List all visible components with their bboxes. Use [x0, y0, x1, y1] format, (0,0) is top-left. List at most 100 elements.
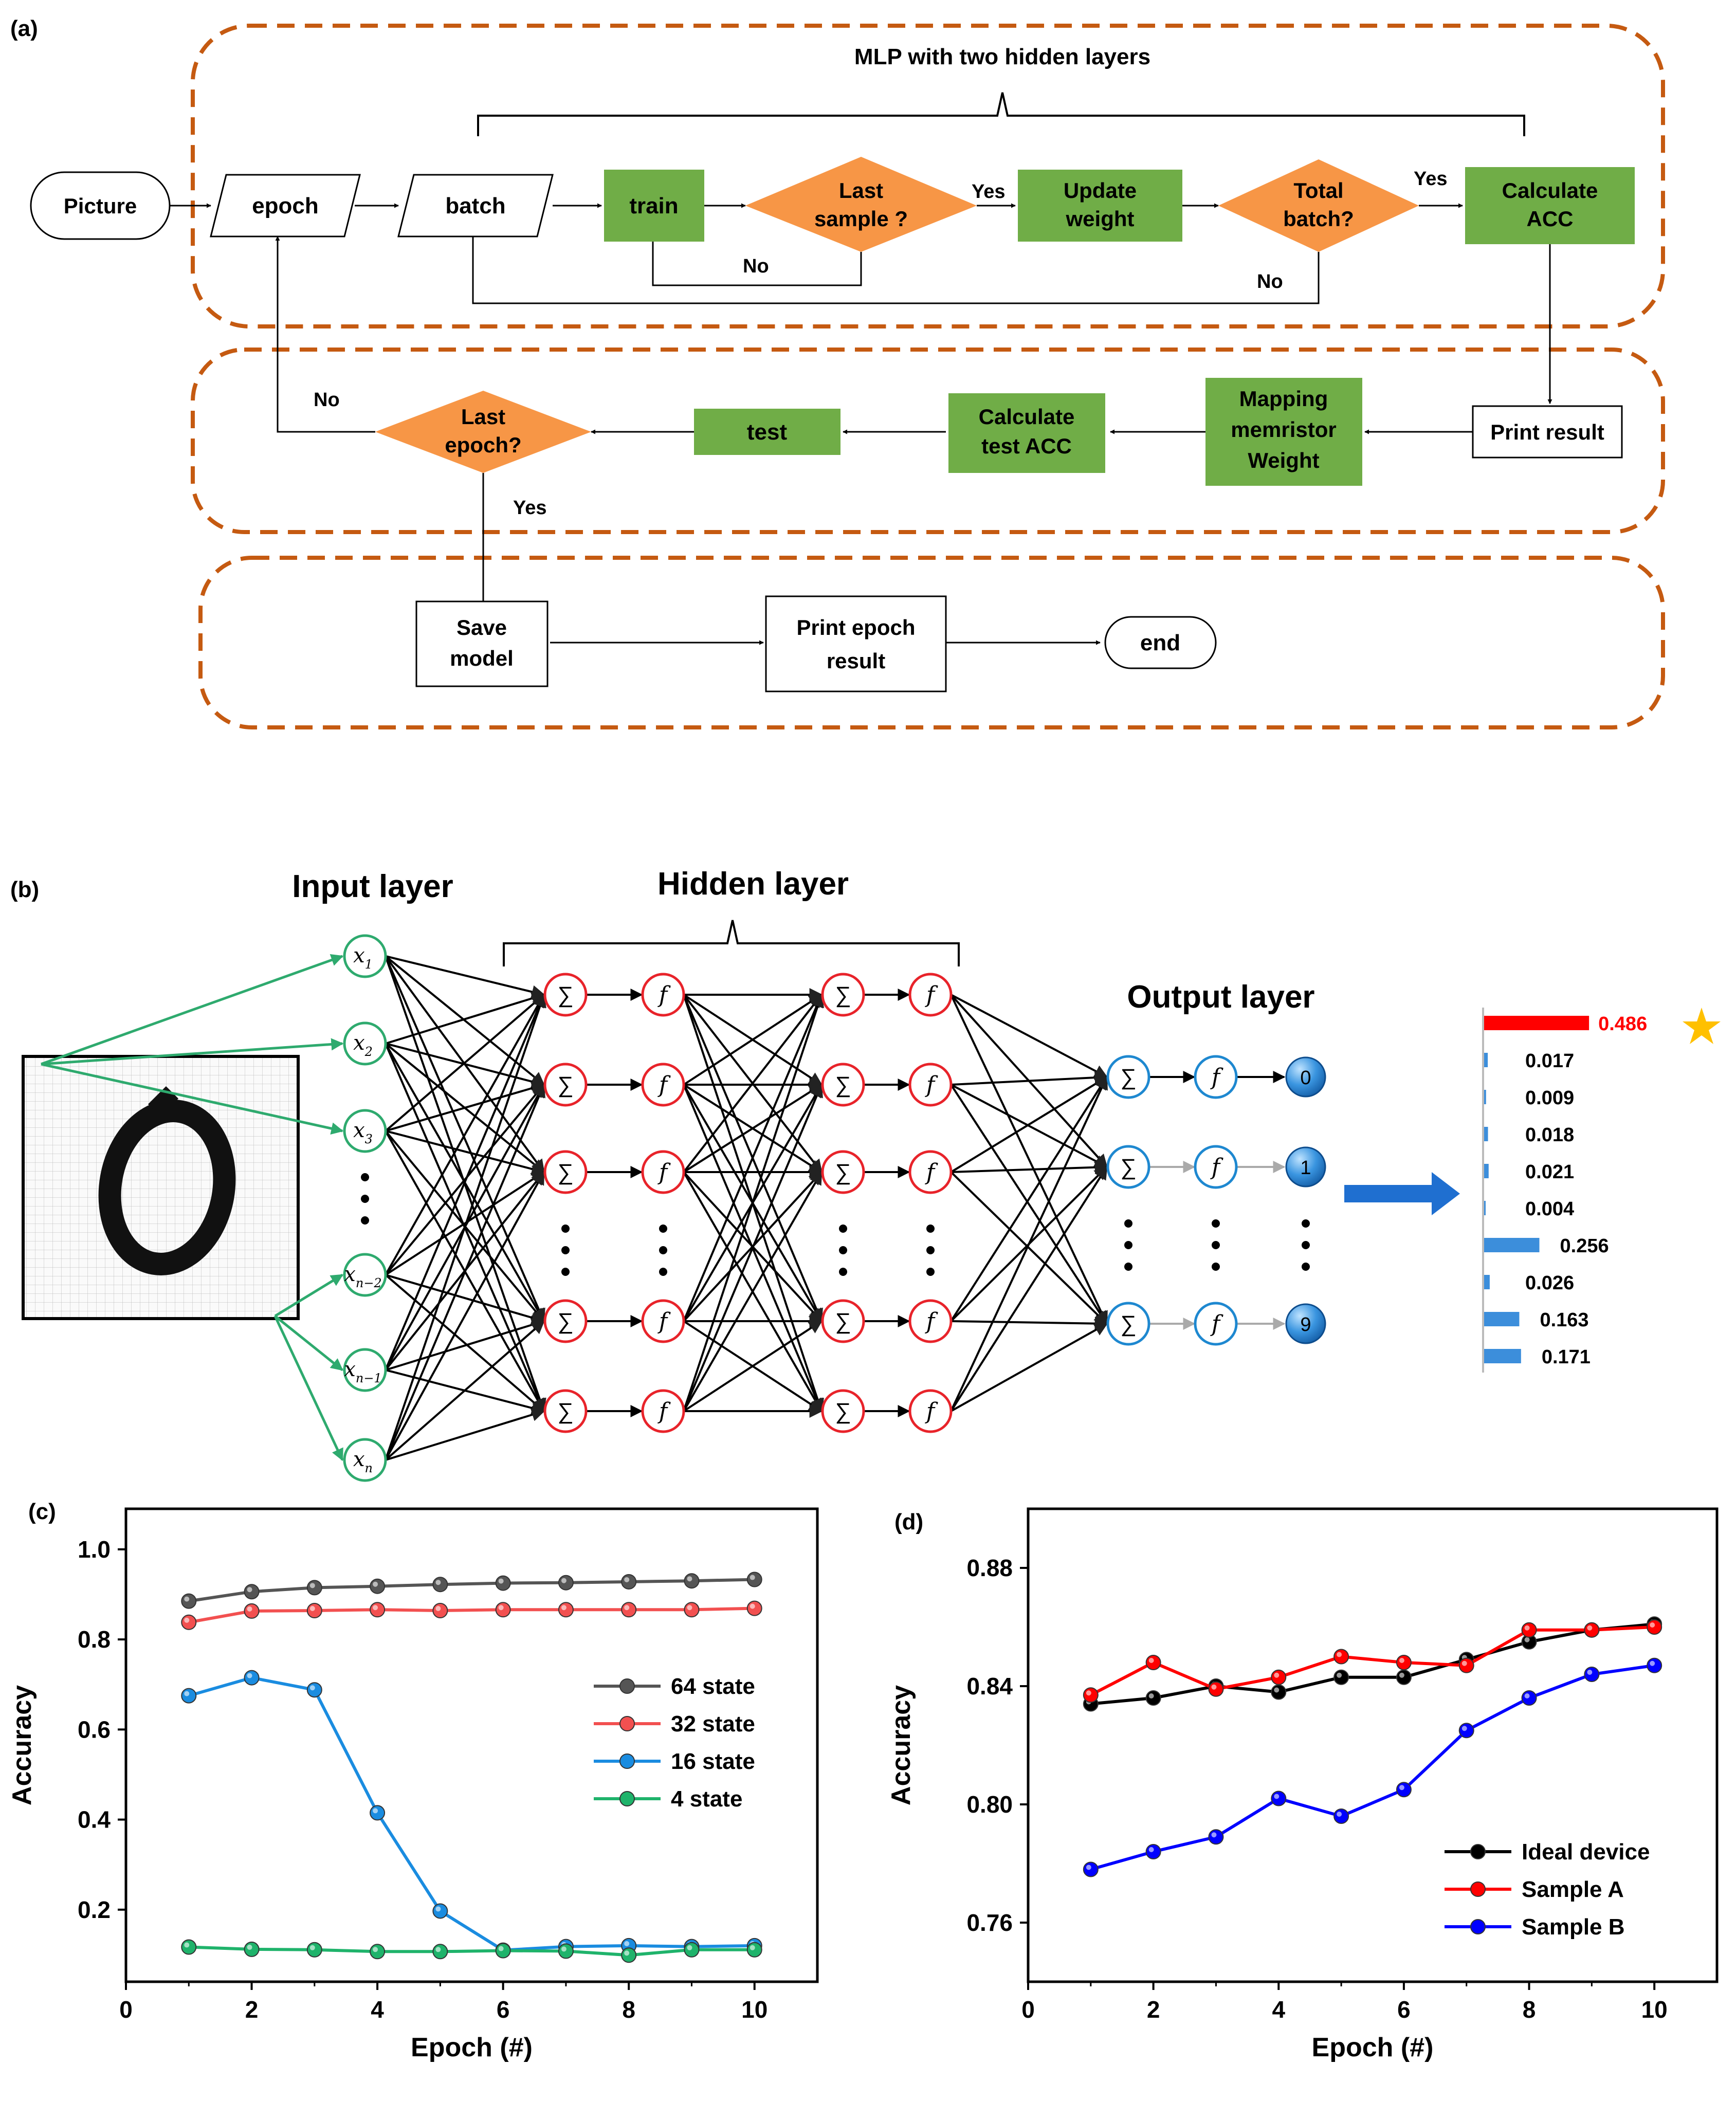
func-node: [641, 1063, 685, 1107]
node-calc-acc-line1: Calculate: [1502, 178, 1598, 203]
picture-to-input-arrow: [274, 1315, 343, 1371]
y-tick-label: 0.88: [966, 1555, 1013, 1581]
hidden-layer-brace: [503, 920, 960, 966]
data-point-highlight: [1086, 1690, 1091, 1696]
data-point: [306, 1682, 322, 1698]
data-point: [370, 1944, 386, 1960]
sum-node-label: ∑: [835, 1309, 851, 1334]
probability-value: 0.004: [1525, 1198, 1574, 1220]
group-box-test: [191, 348, 1665, 534]
legend-label: 16 state: [671, 1749, 755, 1774]
node-picture: [30, 171, 171, 240]
ellipsis-dot: [361, 1173, 369, 1181]
data-point: [495, 1575, 511, 1591]
node-mapping-line1: Mapping: [1239, 387, 1328, 411]
input-node: [343, 1253, 387, 1297]
node-update-line1: Update: [1064, 178, 1137, 203]
data-point-highlight: [750, 1575, 755, 1580]
data-point-highlight: [750, 1945, 755, 1950]
ellipsis-dot: [561, 1225, 570, 1233]
panel-a-flowchart: (a) MLP with two hidden layers Picture: [10, 16, 1665, 729]
input-node-subscript: 3: [365, 1132, 373, 1146]
ellipsis-dot: [839, 1225, 847, 1233]
data-point-highlight: [561, 1946, 567, 1952]
data-point-highlight: [1148, 1847, 1154, 1852]
node-calc-acc-line2: ACC: [1527, 207, 1574, 231]
data-point-highlight: [1274, 1687, 1280, 1693]
hidden-output-connection: [951, 1160, 1108, 1174]
y-tick-label: 0.4: [78, 1806, 111, 1833]
output-class-node: [1285, 1146, 1326, 1187]
ellipsis-dot: [1302, 1219, 1310, 1228]
node-last-epoch-line2: epoch?: [445, 433, 521, 457]
legend-label: 4 state: [671, 1786, 742, 1812]
func-node: [908, 1299, 953, 1343]
data-point-highlight: [1399, 1785, 1404, 1791]
data-point: [1333, 1649, 1349, 1665]
data-point: [181, 1593, 197, 1609]
data-point-highlight: [1211, 1832, 1217, 1838]
data-point-highlight: [1650, 1660, 1655, 1666]
input-node: [343, 1021, 387, 1066]
data-point-highlight: [687, 1945, 692, 1950]
hidden-output-connection: [950, 1084, 1108, 1325]
output-sum-node: [1106, 1145, 1150, 1189]
data-point-highlight: [687, 1605, 692, 1611]
data-point-highlight: [1650, 1622, 1655, 1628]
y-axis-label: Accuracy: [886, 1685, 916, 1805]
result-arrow-shaft: [1344, 1185, 1432, 1202]
node-save-model: [415, 600, 549, 687]
data-point: [1584, 1622, 1600, 1638]
node-calculate-acc: [1465, 167, 1635, 244]
func-node: [908, 1063, 953, 1107]
input-hidden-connection: [385, 1171, 545, 1460]
node-batch-label: batch: [445, 193, 505, 218]
node-test: [694, 409, 840, 455]
ellipsis-dot: [839, 1246, 847, 1254]
data-point-highlight: [1337, 1652, 1342, 1657]
node-save-line1: Save: [456, 615, 507, 640]
ellipsis-dot: [1302, 1263, 1310, 1271]
node-calculate-test-acc: [948, 393, 1105, 473]
data-point: [495, 1943, 511, 1959]
input-layer-title: Input layer: [292, 869, 453, 904]
data-point-highlight: [373, 1581, 378, 1587]
panel-b-network: (b) Input layer Hidden layer Output laye…: [10, 866, 1721, 1482]
data-point: [684, 1602, 700, 1618]
hidden-layer-title: Hidden layer: [657, 866, 849, 902]
plot-frame: [1027, 1507, 1719, 1983]
data-point-highlight: [184, 1942, 190, 1948]
ellipsis-dot: [659, 1246, 667, 1254]
legend-marker: [1470, 1919, 1486, 1934]
hidden-output-connection: [951, 1084, 1108, 1168]
probability-bar: [1484, 1238, 1540, 1252]
node-last-epoch-decision: [375, 391, 591, 473]
x-tick-label: 6: [1397, 1996, 1411, 2023]
data-point: [370, 1805, 386, 1821]
legend-label: Ideal device: [1522, 1839, 1650, 1865]
data-point: [1145, 1655, 1161, 1670]
mlp-brace: [477, 92, 1525, 136]
data-point: [621, 1602, 637, 1618]
node-calc-test-line1: Calculate: [979, 405, 1075, 429]
x-tick-label: 0: [1021, 1996, 1035, 2023]
node-print-epoch-line1: Print epoch: [796, 615, 915, 640]
data-point: [1647, 1619, 1662, 1635]
probability-value: 0.171: [1542, 1346, 1591, 1368]
data-point-highlight: [1461, 1726, 1467, 1731]
sum-node: [543, 1063, 588, 1107]
ellipsis-dot: [659, 1268, 667, 1276]
data-point: [746, 1942, 762, 1958]
legend-marker: [1470, 1844, 1486, 1859]
legend-label: 64 state: [671, 1674, 755, 1699]
data-point: [621, 1574, 637, 1590]
x-tick-label: 0: [119, 1996, 133, 2023]
series-line: [188, 1676, 755, 1952]
data-point: [684, 1942, 700, 1958]
probability-bar: [1484, 1164, 1489, 1178]
data-point: [1521, 1622, 1537, 1638]
edge-label-yes-epoch: Yes: [513, 497, 547, 519]
